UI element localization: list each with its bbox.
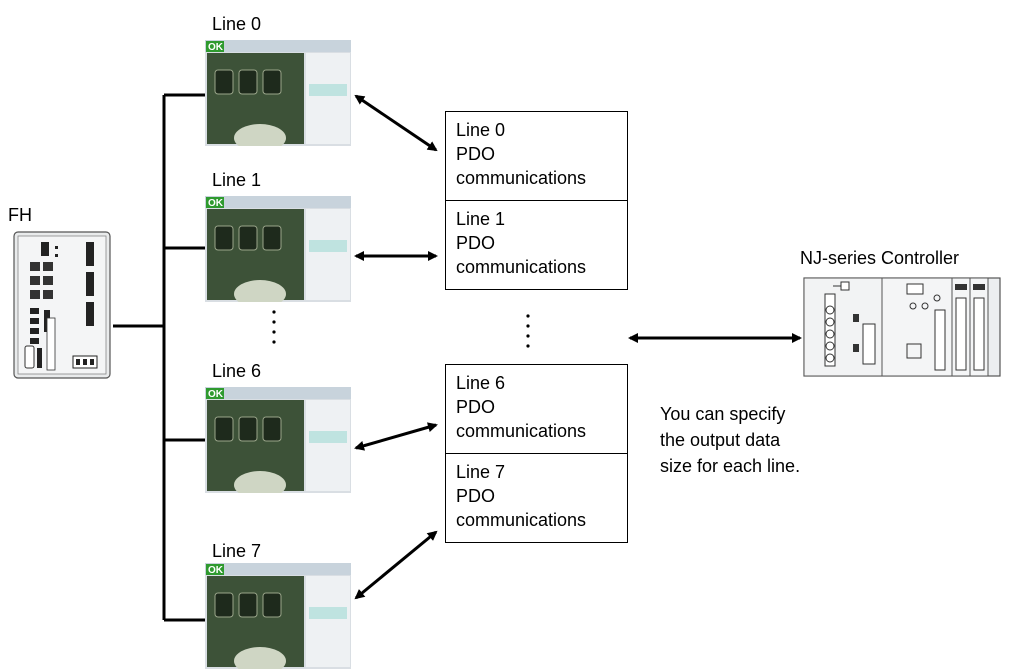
pdo-text-label: communications (456, 257, 587, 277)
note-line: size for each line. (660, 456, 801, 476)
screen-label-line6: Line 6 (212, 361, 262, 381)
fh-label: FH (8, 205, 32, 225)
pdo-text-label: communications (456, 168, 587, 188)
ok-indicator: OK (208, 389, 224, 400)
pdo-box-line0: Line 0 PDO communications (445, 111, 628, 201)
pdo-line-label: Line 7 (456, 462, 506, 482)
inspection-screen-line7: OK (205, 563, 351, 669)
screen-label-line7: Line 7 (212, 541, 262, 561)
pdo-box-line6: Line 6 PDO communications (445, 364, 628, 454)
pdo-line-label: Line 6 (456, 373, 506, 393)
ok-indicator: OK (208, 565, 224, 576)
pdo-type-label: PDO (456, 233, 496, 253)
screen-label-line1: Line 1 (212, 170, 262, 190)
inspection-screen-line0: OK (205, 40, 351, 146)
pdo-text-label: communications (456, 510, 587, 530)
arrow-line0 (354, 94, 438, 152)
arrow-line6 (354, 422, 438, 451)
inspection-screen-line1: OK (205, 196, 351, 302)
ellipsis-pdo (526, 314, 530, 348)
ok-indicator: OK (208, 198, 224, 209)
output-size-note: You can specify the output data size for… (660, 401, 800, 479)
ok-indicator: OK (208, 42, 224, 53)
pdo-box-line1: Line 1 PDO communications (445, 200, 628, 290)
pdo-type-label: PDO (456, 397, 496, 417)
pdo-box-line7: Line 7 PDO communications (445, 453, 628, 543)
note-line: the output data (660, 430, 781, 450)
pdo-line-label: Line 0 (456, 120, 506, 140)
pdo-type-label: PDO (456, 144, 496, 164)
pdo-line-label: Line 1 (456, 209, 506, 229)
inspection-screen-line6: OK (205, 387, 351, 493)
fh-device-illustration (13, 231, 111, 379)
note-line: You can specify (660, 404, 786, 424)
nj-controller-illustration (803, 277, 1001, 377)
screen-label-line0: Line 0 (212, 14, 262, 34)
ellipsis-screens (272, 310, 276, 344)
pdo-type-label: PDO (456, 486, 496, 506)
controller-label: NJ-series Controller (800, 248, 960, 268)
pdo-text-label: communications (456, 421, 587, 441)
arrow-line7 (354, 530, 438, 600)
